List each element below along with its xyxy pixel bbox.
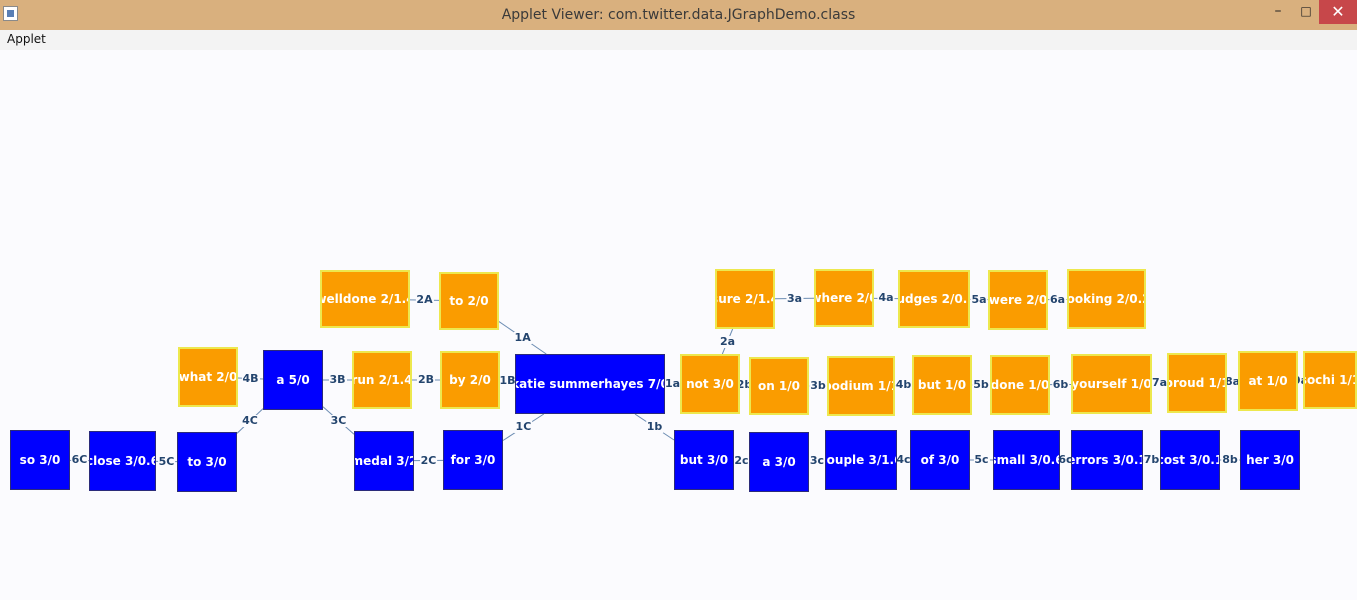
edge-label[interactable]: 8a	[1223, 375, 1242, 388]
edge-label[interactable]: 7b	[1142, 453, 1161, 466]
edge-label[interactable]: 2C	[419, 453, 438, 467]
edge-label[interactable]: 7a	[1150, 376, 1169, 390]
edge-label[interactable]: 3b	[809, 379, 827, 392]
edge-label[interactable]: 4c	[895, 453, 912, 466]
graph-node-so[interactable]: so 3/0	[10, 430, 70, 490]
edge-label[interactable]: 1b	[645, 420, 664, 433]
edge-label[interactable]: 3c	[808, 454, 826, 468]
graph-node-center[interactable]: katie summerhayes 7/0	[515, 354, 665, 414]
graph-node-but1[interactable]: but 1/0	[912, 355, 972, 415]
edge-label[interactable]: 6C	[70, 453, 89, 467]
graph-node-to2[interactable]: to 2/0	[439, 272, 499, 330]
edge-label[interactable]: 4a	[877, 291, 895, 305]
edge-label[interactable]: 1C	[514, 420, 533, 434]
edge-label[interactable]: 2c	[733, 454, 750, 467]
graph-node-on[interactable]: on 1/0	[749, 357, 809, 415]
graph-node-welldone[interactable]: welldone 2/1.4	[320, 270, 410, 328]
graph-node-couple[interactable]: couple 3/1.6	[825, 430, 897, 490]
edge-label[interactable]: 4b	[894, 378, 913, 392]
edge-label[interactable]: 1a	[663, 377, 682, 390]
graph-canvas[interactable]: 1A 2A 1B 2B 3B 4B 1C 2C 3C 4C 5C 6C 1a 2a 3a 4a 5a 6a 2b 3b…	[0, 50, 1357, 600]
java-app-icon[interactable]	[3, 6, 18, 21]
edge-label[interactable]: 6a	[1048, 292, 1067, 306]
graph-node-not[interactable]: not 3/0	[680, 354, 740, 414]
graph-node-proud[interactable]: proud 1/1	[1167, 353, 1227, 413]
graph-node-by[interactable]: by 2/0	[440, 351, 500, 409]
edge-label[interactable]: 2b	[735, 378, 754, 391]
graph-node-sure[interactable]: sure 2/1.4	[715, 269, 775, 329]
graph-edges	[69, 297, 1304, 463]
edge-label[interactable]: 2a	[718, 334, 737, 348]
edge-label[interactable]: 1A	[513, 330, 532, 344]
close-button[interactable]: ✕	[1319, 0, 1357, 24]
edge-label[interactable]: 2B	[416, 373, 436, 386]
graph-node-her[interactable]: her 3/0	[1240, 430, 1300, 490]
graph-node-were[interactable]: were 2/0	[988, 270, 1048, 330]
edge-label[interactable]: 6b	[1051, 377, 1070, 391]
graph-node-errors[interactable]: errors 3/0.1	[1071, 430, 1143, 490]
edge-label[interactable]: 6c	[1057, 453, 1074, 466]
title-bar: Applet Viewer: com.twitter.data.JGraphDe…	[0, 0, 1357, 30]
graph-node-podium[interactable]: podium 1/1	[827, 356, 895, 416]
maximize-button[interactable]: □	[1300, 4, 1312, 18]
graph-node-at[interactable]: at 1/0	[1238, 351, 1298, 411]
edge-label[interactable]: 4B	[241, 371, 260, 385]
edge-label[interactable]: 5b	[972, 378, 990, 391]
edge-label[interactable]: 3B	[328, 373, 347, 386]
minimize-button[interactable]: –	[1274, 3, 1282, 19]
graph-node-looking[interactable]: looking 2/0.2	[1067, 269, 1146, 329]
graph-node-a3[interactable]: a 3/0	[749, 432, 809, 492]
graph-node-what[interactable]: what 2/0	[178, 347, 238, 407]
graph-node-close[interactable]: close 3/0.6	[89, 431, 156, 491]
graph-node-for[interactable]: for 3/0	[443, 430, 503, 490]
graph-node-judges[interactable]: judges 2/0.8	[898, 270, 970, 328]
window-title: Applet Viewer: com.twitter.data.JGraphDe…	[501, 7, 856, 23]
graph-node-to3[interactable]: to 3/0	[177, 432, 237, 492]
graph-node-sochi[interactable]: sochi 1/1	[1303, 351, 1357, 409]
menu-applet[interactable]: Applet	[7, 32, 46, 46]
edge-label[interactable]: 5C	[157, 454, 176, 468]
graph-node-medal[interactable]: medal 3/2	[354, 431, 414, 491]
edge-label[interactable]: 2A	[415, 293, 434, 307]
menu-bar: Applet	[0, 30, 1357, 50]
graph-node-but3[interactable]: but 3/0	[674, 430, 734, 490]
graph-node-small[interactable]: small 3/0.6	[993, 430, 1060, 490]
graph-node-done[interactable]: done 1/0	[990, 355, 1050, 415]
edge-label[interactable]: 4C	[241, 414, 259, 427]
graph-node-of[interactable]: of 3/0	[910, 430, 970, 490]
graph-node-cost[interactable]: cost 3/0.1	[1160, 430, 1220, 490]
edge-label[interactable]: 8b	[1221, 453, 1239, 466]
edge-label[interactable]: 1B	[498, 374, 517, 388]
graph-node-where[interactable]: where 2/0	[814, 269, 874, 327]
edge-label[interactable]: 5a	[970, 292, 988, 306]
edge-label[interactable]: 3a	[785, 291, 804, 305]
edge-label[interactable]: 3C	[329, 413, 348, 427]
edge-label[interactable]: 5c	[973, 453, 990, 466]
graph-node-a5[interactable]: a 5/0	[263, 350, 323, 410]
graph-node-yourself[interactable]: yourself 1/0	[1071, 354, 1152, 414]
graph-node-run[interactable]: run 2/1.4	[352, 351, 412, 409]
